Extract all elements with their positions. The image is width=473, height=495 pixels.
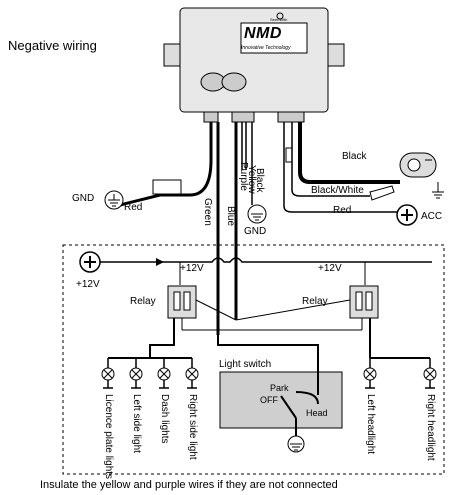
label-red-left: Red <box>124 202 143 213</box>
label-purple: Purple <box>238 162 249 191</box>
label-relay-right: Relay <box>302 296 328 307</box>
lamp-icon-dash <box>157 367 171 381</box>
label-green: Green <box>202 198 213 226</box>
label-lamp-left-head: Left headlight <box>365 394 376 455</box>
label-switch-off: OFF <box>260 395 278 405</box>
label-switch-park: Park <box>270 383 289 393</box>
red-acc-wire <box>283 122 398 213</box>
lamp-icon-licence <box>101 367 115 381</box>
label-red-acc: Red <box>333 205 352 216</box>
red-left-wire <box>119 122 213 207</box>
lamp-icon-right-head <box>423 367 437 381</box>
label-light-switch: Light switch <box>219 359 272 370</box>
label-relay-right-12v: +12V <box>318 263 342 274</box>
lamp-icon-left-side <box>129 367 143 381</box>
lamp-icon-left-head <box>363 367 377 381</box>
switch-lever <box>280 395 297 419</box>
ground-icon-key <box>432 182 444 199</box>
black-white-wire <box>291 122 370 197</box>
relay-right <box>349 285 379 319</box>
label-plus-12v: +12V <box>76 279 100 290</box>
label-gnd-left: GND <box>72 193 95 204</box>
label-lamp-licence: Licence plate lights <box>103 394 114 480</box>
diagram-title: Negative wiring <box>8 38 97 53</box>
vehicle-wiring-box <box>62 244 445 475</box>
label-relay-left-12v: +12V <box>180 263 204 274</box>
label-black: Black <box>342 151 367 162</box>
label-black-down: Black <box>254 168 265 193</box>
module-tagline: Innovative Technology <box>241 45 291 51</box>
module-maker: SeenWith <box>270 17 288 22</box>
label-lamp-right-head: Right headlight <box>425 394 436 461</box>
ground-icon-left <box>104 190 124 210</box>
label-switch-head: Head <box>306 408 328 418</box>
plus-12v-rail <box>100 257 432 263</box>
plus-12v-icon <box>79 251 101 273</box>
light-switch-panel <box>219 371 343 429</box>
fuse <box>152 179 182 195</box>
label-lamp-right-side: Right side light <box>187 394 198 460</box>
label-yellow: Yellow <box>246 165 257 194</box>
label-lamp-left-side: Left side light <box>131 394 142 453</box>
ground-icon-switch <box>287 435 305 453</box>
label-acc: ACC <box>421 211 443 222</box>
ground-icon-center <box>247 204 267 224</box>
label-relay-left: Relay <box>130 296 156 307</box>
acc-plus-icon <box>396 204 418 226</box>
relay-left <box>167 285 197 319</box>
label-lamp-dash: Dash lights <box>159 394 170 444</box>
footer-note: Insulate the yellow and purple wires if … <box>40 479 338 491</box>
key-icon <box>399 152 437 178</box>
label-black-white: Black/White <box>311 185 364 196</box>
label-blue: Blue <box>225 206 236 227</box>
lamp-icon-right-side <box>185 367 199 381</box>
label-gnd-bottom: GND <box>244 226 267 237</box>
module-brand: NMD <box>244 25 282 42</box>
black-wire <box>298 122 400 184</box>
